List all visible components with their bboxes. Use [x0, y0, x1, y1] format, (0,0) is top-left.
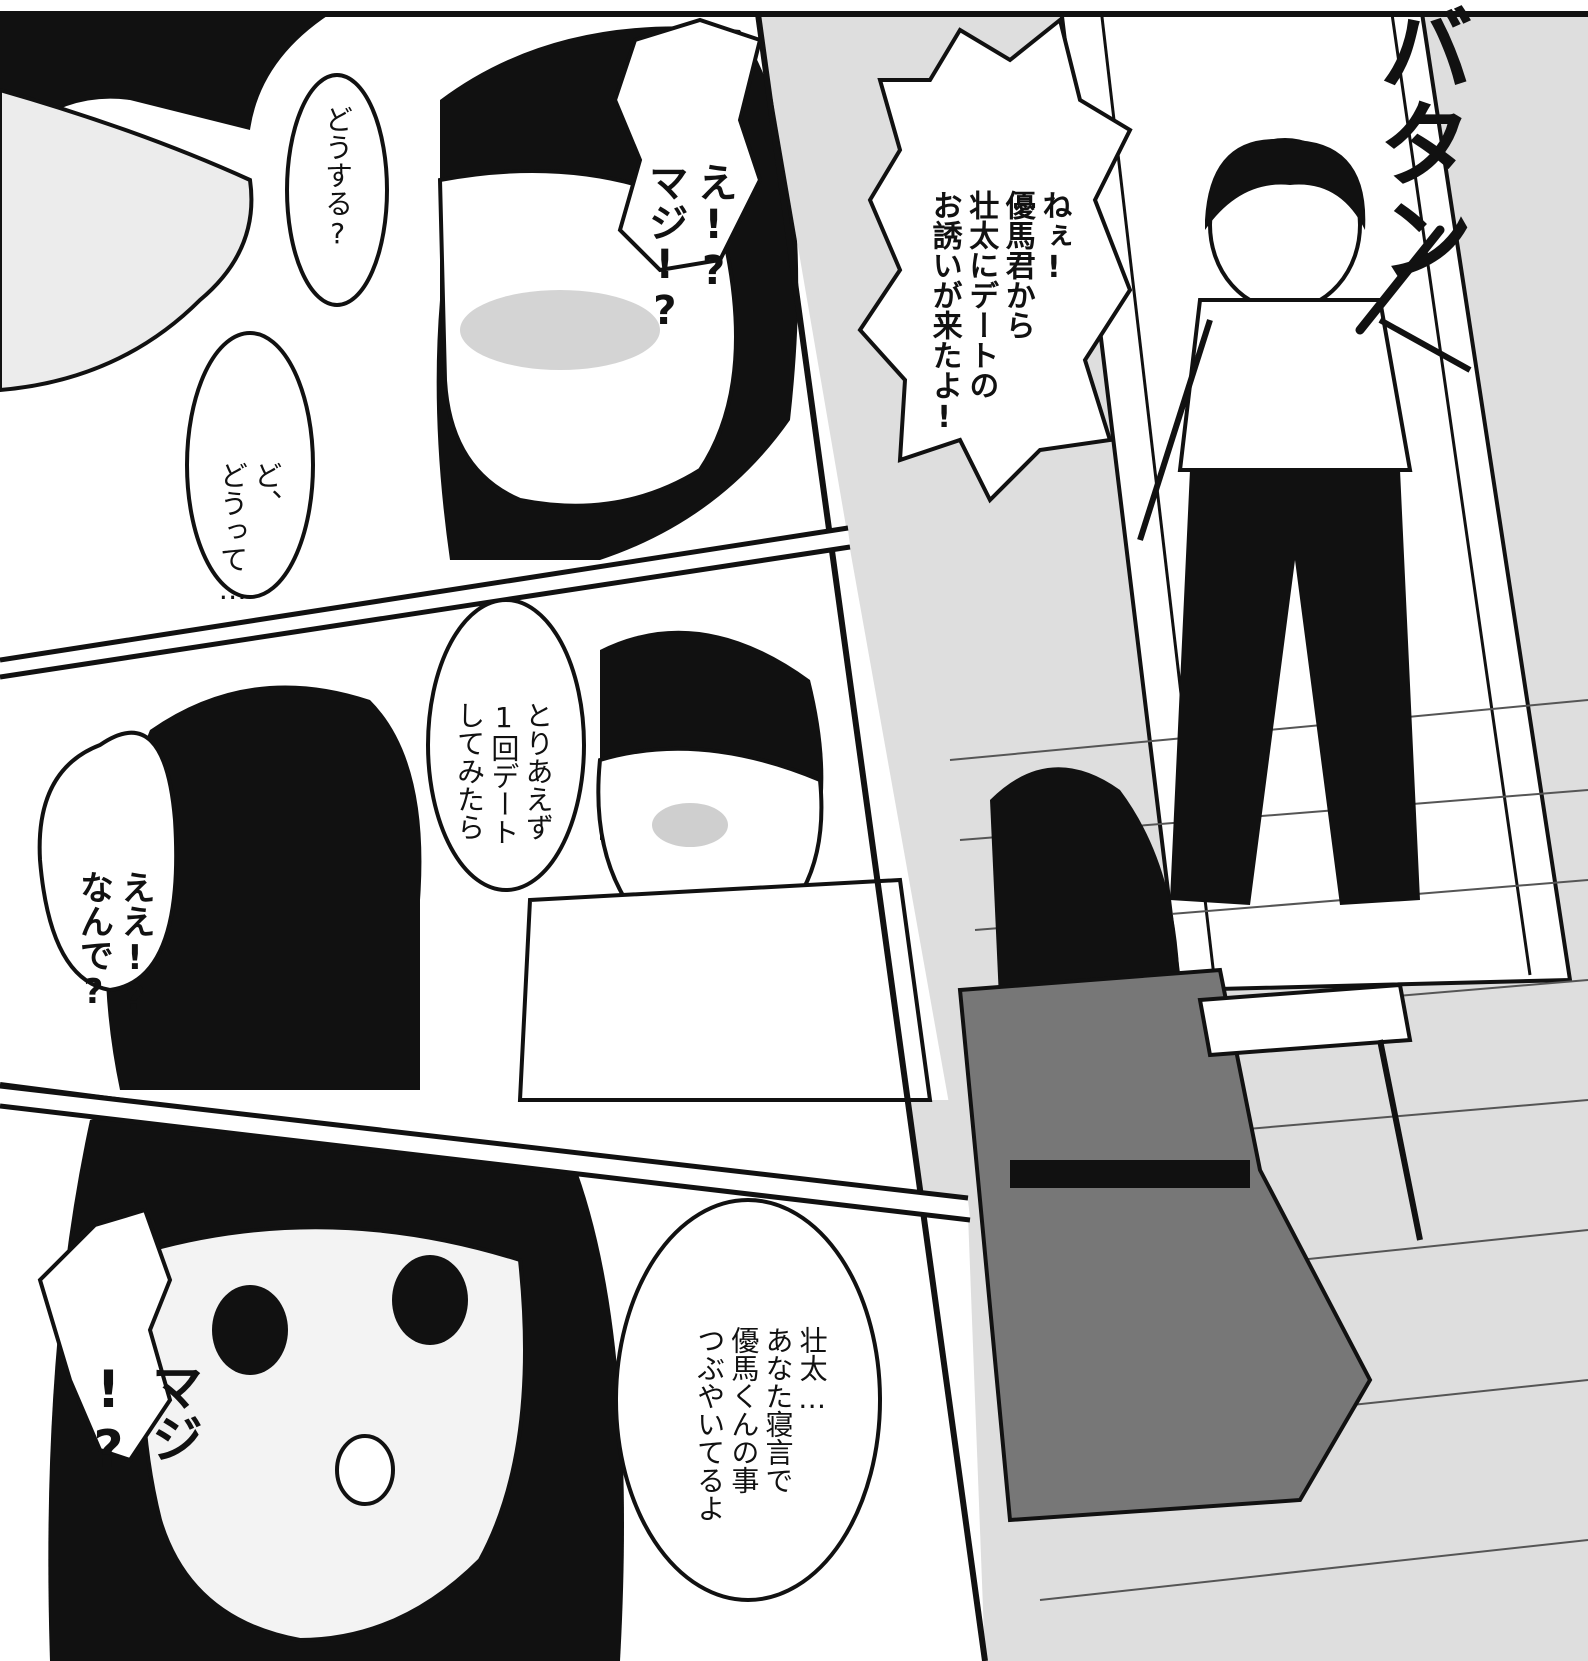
bubble-line: あなた寝言で [761, 1326, 795, 1494]
bubble-text-e-maji: え!? マジ!? [640, 70, 786, 334]
sfx-bang: バタン [1363, 0, 1473, 285]
bubble-shape-toriaezu [426, 598, 586, 892]
bubble-shape-maji-shout [37, 1207, 173, 1463]
bubble-line: どうって… [216, 461, 250, 606]
bubble-line: ええ!? [114, 870, 155, 1018]
bubble-line: 1回デート [487, 701, 521, 846]
bubble-line: してみたら [453, 701, 487, 841]
bubble-text-do-dotte: ど、 どうって… [215, 395, 317, 606]
bubble-shape-nee-yuma [857, 16, 1133, 504]
bubble-line: 優馬君から [999, 190, 1035, 340]
bubble-line: ど、 [250, 461, 284, 517]
bubble-shape-do-suru [285, 73, 389, 307]
bubble-line: ねぇ! [1036, 190, 1072, 285]
bubble-line: お誘いが来たよ! [926, 190, 962, 435]
bubble-line: マジ [141, 1360, 202, 1464]
bubble-line: 壮太にデートの [963, 190, 999, 400]
speech-bubbles [37, 16, 1133, 1602]
bubble-line: マジ!? [641, 162, 688, 334]
sfx-strokes [1355, 225, 1445, 335]
bubble-line: 壮太… [795, 1326, 829, 1415]
bubble-line: なんで? [73, 870, 114, 1012]
bubble-shape-e-maji [612, 17, 763, 273]
bubble-shape-sota-negoto [614, 1198, 882, 1602]
bubble-text-sota-negoto: 壮太… あなた寝言で 優馬くんの事 つぶやいてるよ [692, 1260, 863, 1522]
bubble-shape-do-dotte [185, 331, 315, 599]
bubble-text-ee-nande: ええ!? なんで? [72, 790, 196, 1018]
bubble-text-nee-yuma: ねぇ! 優馬君から 壮太にデートの お誘いが来たよ! [925, 120, 1108, 435]
bubble-shape-ee-nande [37, 730, 179, 993]
bubble-line: つぶやいてるよ [693, 1326, 727, 1522]
bubble-text-do-suru: どうする? [321, 105, 355, 250]
bubble-line: !? [78, 1360, 139, 1480]
bubble-line: 優馬くんの事 [727, 1326, 761, 1494]
bubble-line: とりあえず [521, 701, 555, 841]
bubble-text-maji-shout: マジ !? [76, 1240, 266, 1480]
bubble-text-toriaezu: とりあえず 1回デート してみたら [452, 635, 589, 846]
bubble-line: え!? [690, 162, 737, 294]
